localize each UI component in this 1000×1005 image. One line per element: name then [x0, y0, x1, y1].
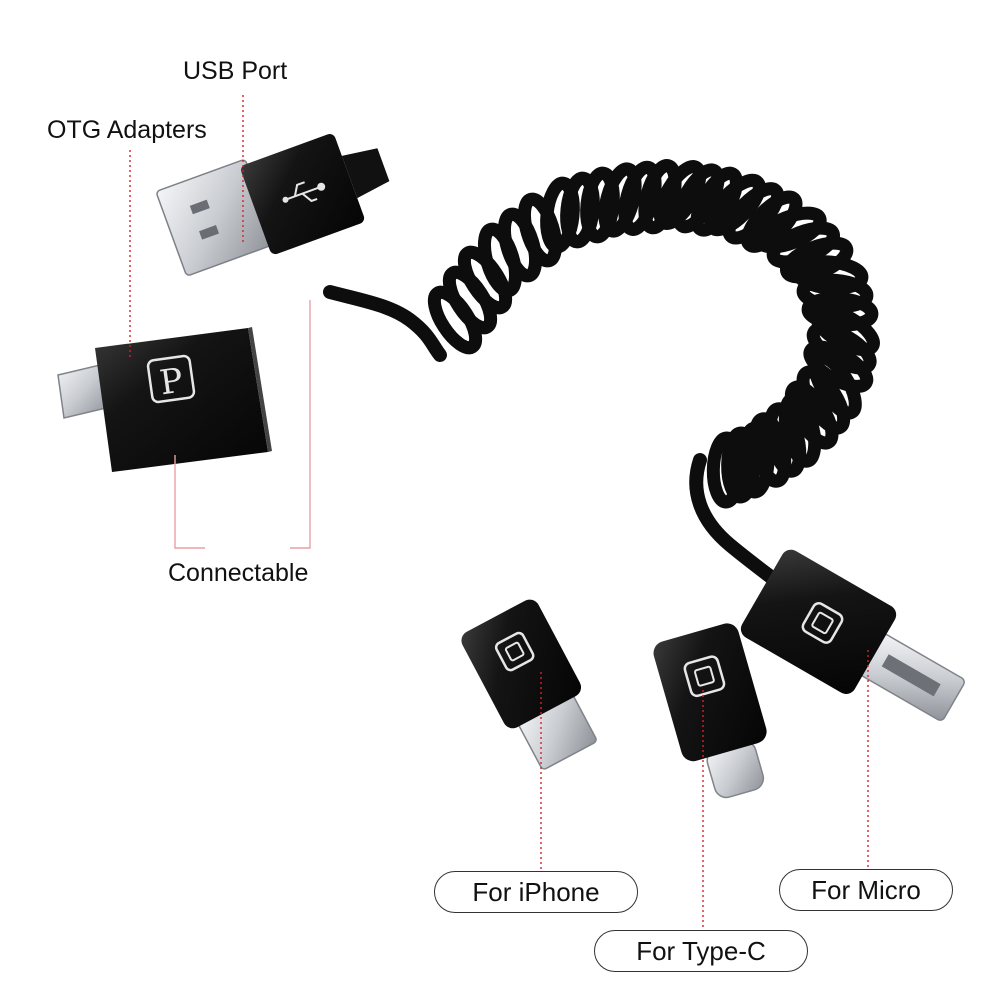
- for-type-c-label: For Type-C: [594, 930, 808, 972]
- square-logo-icon: [683, 655, 726, 698]
- micro-usb-plug: [740, 549, 965, 721]
- coil-loop: [690, 166, 743, 237]
- coil-loop: [810, 303, 880, 357]
- coil-loop: [517, 192, 563, 268]
- coil-loop: [704, 173, 766, 237]
- leader-lines: [129, 95, 869, 930]
- coiled-cable: [323, 159, 880, 612]
- square-logo-icon: [801, 602, 844, 644]
- iphone-adapter: [461, 599, 597, 770]
- coil-loop: [803, 340, 874, 393]
- coil-loop: [791, 255, 869, 295]
- coil-loop: [796, 365, 851, 435]
- coil-loop: [618, 160, 662, 236]
- coil-loop: [706, 431, 746, 509]
- coil-loop: [784, 380, 839, 450]
- connectable-leader-right: [290, 300, 311, 549]
- connectable-label: Connectable: [168, 559, 309, 587]
- usb-a-plug: [156, 134, 390, 276]
- coil-loop: [722, 182, 785, 245]
- coil-loop: [638, 159, 682, 235]
- connectable-leader-left: [174, 455, 205, 549]
- square-logo-icon: [494, 631, 535, 672]
- for-iphone-label: For iPhone: [434, 871, 638, 913]
- coil-loop: [740, 190, 803, 253]
- for-micro-label: For Micro: [779, 869, 953, 911]
- coil-loop: [753, 206, 827, 254]
- svg-text:P: P: [157, 361, 185, 404]
- otg-adapters-label: OTG Adapters: [47, 116, 207, 144]
- coil-loop: [653, 160, 707, 230]
- coil-loop: [766, 221, 840, 269]
- p-logo-icon: P: [146, 354, 196, 404]
- usb-trident-icon: [282, 181, 326, 203]
- coil-loop: [808, 350, 862, 420]
- coil-loop: [801, 291, 879, 332]
- coil-loop: [778, 392, 822, 468]
- coil-loop: [672, 163, 725, 234]
- usb-port-label: USB Port: [183, 57, 288, 85]
- otg-adapter: P: [57, 327, 272, 472]
- coil-loop: [598, 162, 642, 238]
- coil-loop: [580, 166, 620, 244]
- coil-loop: [780, 236, 854, 284]
- type-c-adapter: [653, 623, 767, 799]
